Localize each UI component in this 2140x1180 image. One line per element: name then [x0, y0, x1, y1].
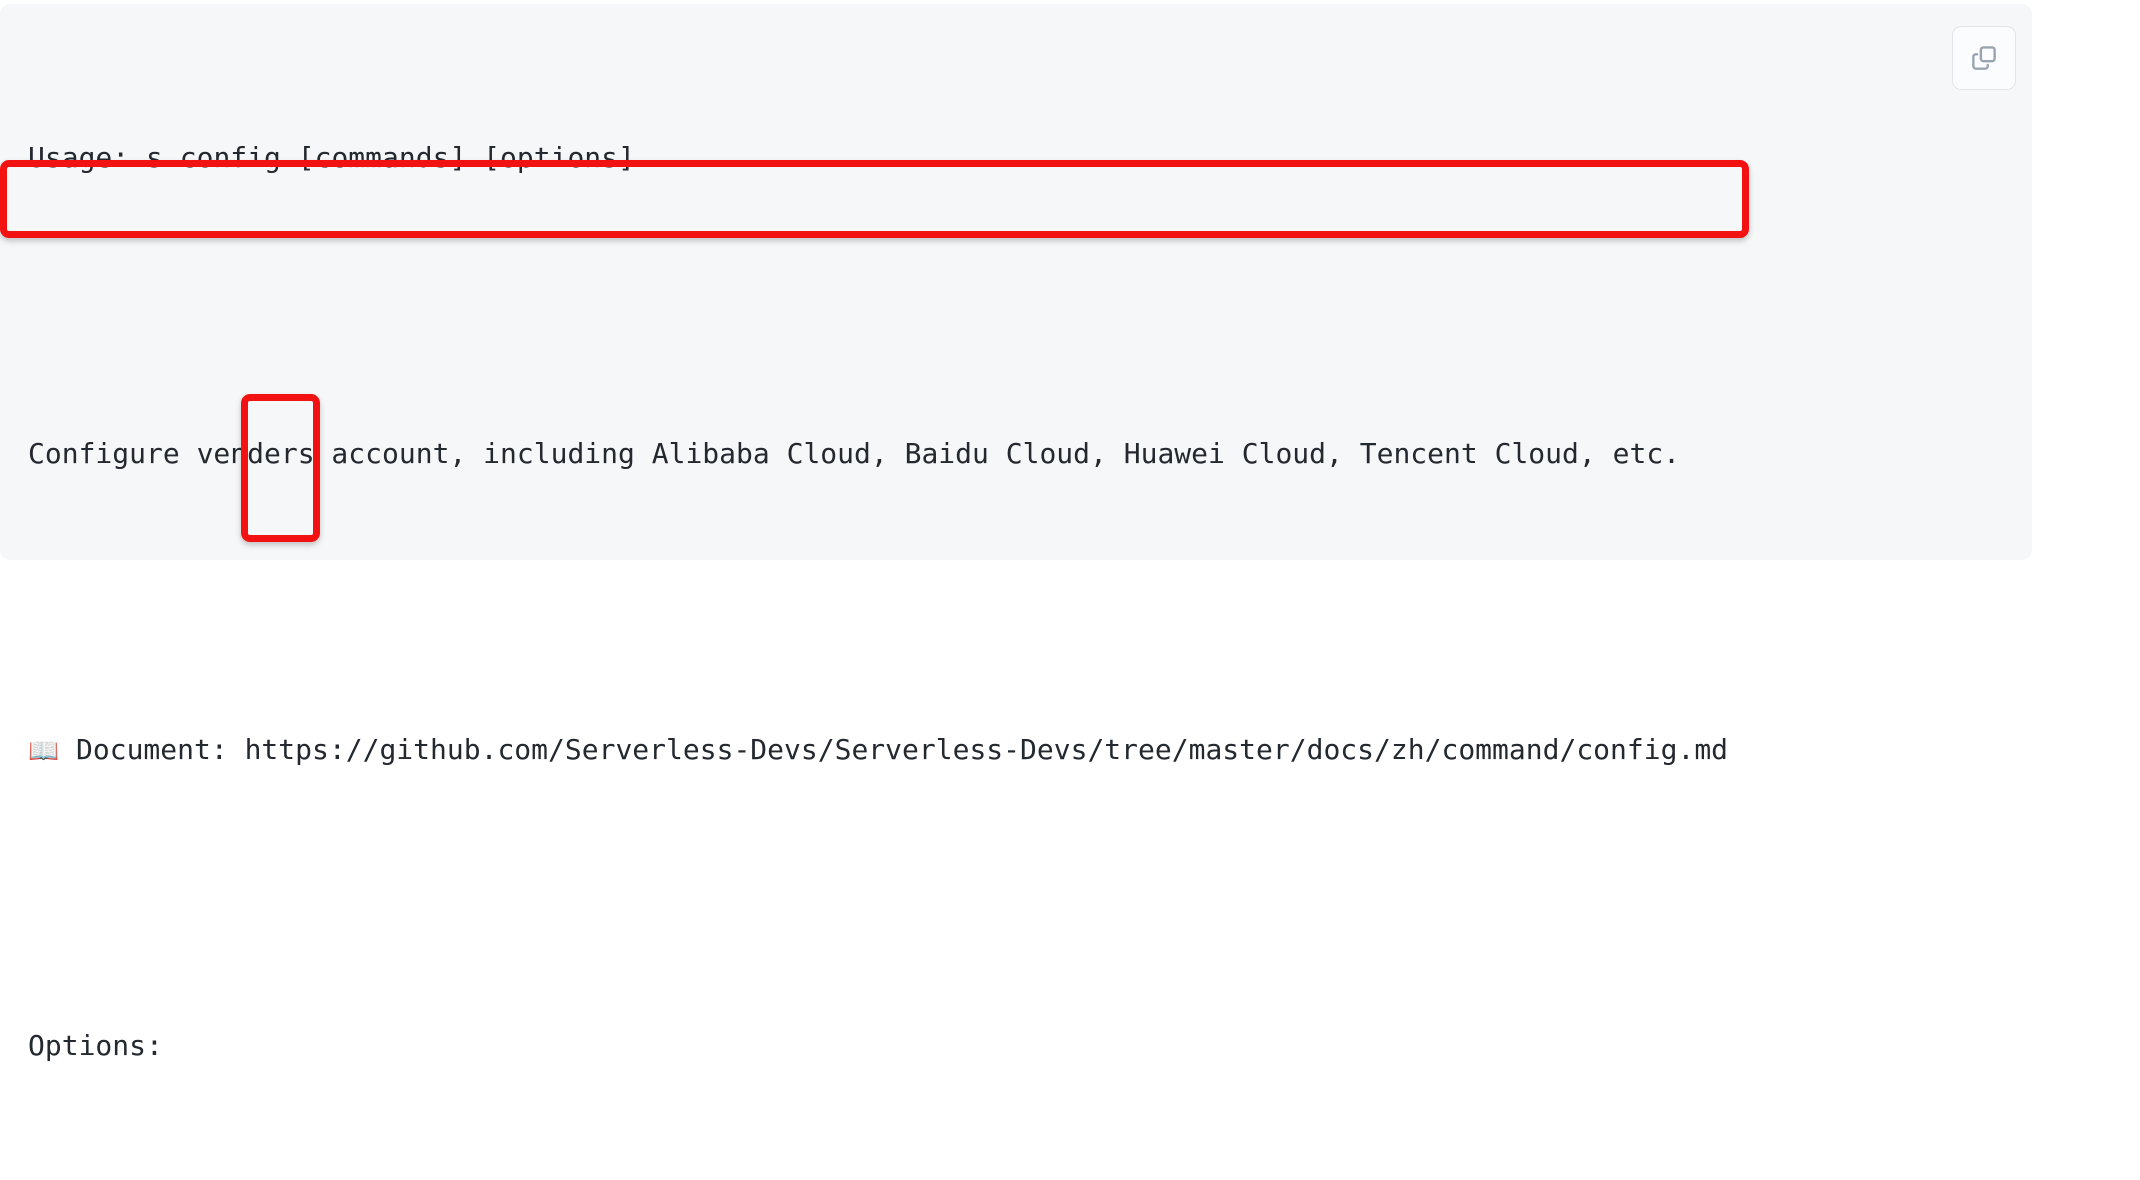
document-label-text: Document: [76, 733, 228, 766]
option-desc-space-2 [534, 1177, 551, 1180]
document-space [228, 733, 245, 766]
option-desc-command: command [551, 1177, 669, 1180]
usage-label: Usage: [28, 141, 130, 174]
blank-line-3 [28, 879, 2032, 916]
option-desc-help: help [399, 1177, 466, 1180]
option-flags: -h, --help [28, 1177, 231, 1180]
blank-line-1 [28, 287, 2032, 324]
document-line: 📖 Document: https://github.com/Serverles… [28, 731, 2032, 768]
description-line: Configure venders account, including Ali… [28, 437, 1681, 470]
options-heading: Options: [28, 1029, 163, 1062]
option-desc-for: for [483, 1177, 534, 1180]
copy-button[interactable] [1952, 26, 2016, 90]
usage-command: s config [commands] [options] [129, 141, 635, 174]
terminal-output: Usage: s config [commands] [options] Con… [0, 4, 2032, 1180]
screenshot-root: Usage: s config [commands] [options] Con… [0, 4, 2032, 1180]
book-icon: 📖 [28, 736, 60, 765]
document-url[interactable]: https://github.com/Serverless-Devs/Serve… [244, 733, 1729, 766]
option-desc-space-1 [466, 1177, 483, 1180]
document-label [59, 733, 76, 766]
copy-icon [1969, 43, 1999, 73]
option-desc-display: Display [264, 1177, 399, 1180]
usage-line: Usage: s config [commands] [options] [28, 139, 2032, 176]
option-row-help: -h, --help Display help for command [28, 1175, 2032, 1180]
option-gap [230, 1177, 264, 1180]
code-block-panel: Usage: s config [commands] [options] Con… [0, 4, 2032, 1180]
blank-line-2 [28, 583, 2032, 620]
